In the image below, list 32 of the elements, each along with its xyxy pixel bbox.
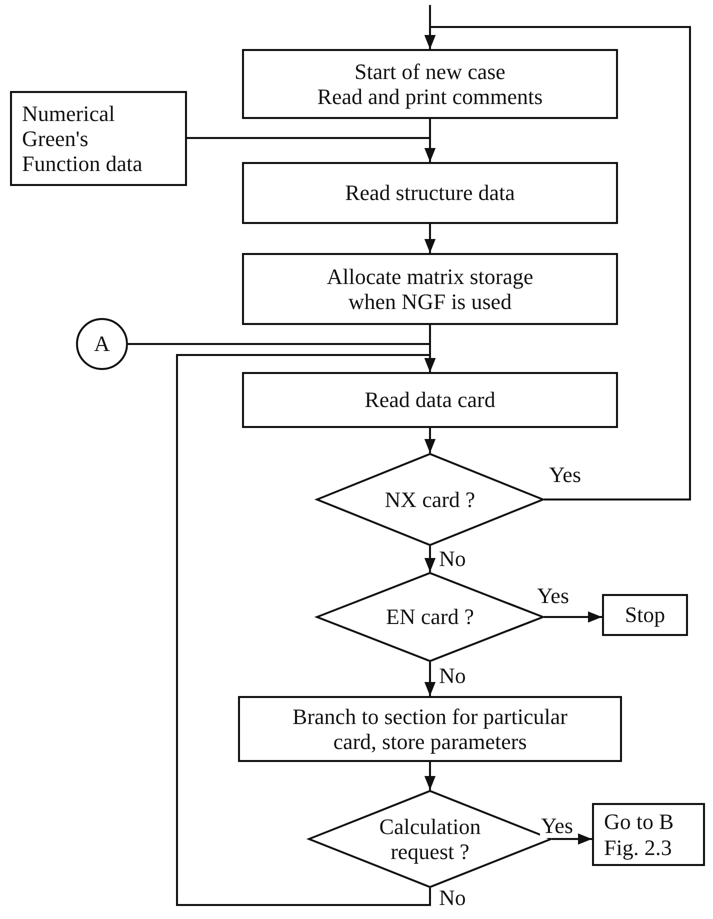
arrow [424,428,436,453]
decision-text: NX card ? [384,486,476,512]
box-text: Allocate matrix storage when NGF is used [326,264,534,314]
box-text: Read data card [364,387,496,413]
arrow [176,354,436,906]
connector-label: A [94,331,110,357]
arrow [544,611,602,623]
process-box [10,91,187,186]
arrow [424,26,691,500]
decision-text: Calculation request ? [378,814,482,864]
arrow [424,762,436,790]
process-box [242,253,618,325]
box-text: Branch to section for particular card, store parameters [292,704,568,754]
process-box [242,372,618,428]
box-text: Read and print comments [317,84,543,110]
arrow [424,546,436,572]
arrow [552,833,592,845]
process-box [242,162,618,224]
process-box [602,594,688,636]
arrow [424,662,436,696]
box-text: Numerical Green's Function data [22,100,143,176]
decision-text: EN card ? [386,604,474,630]
box-text: Read structure data [345,180,515,206]
process-box [592,803,705,866]
process-box [242,49,618,119]
box-text: Go to B Fig. 2.3 [604,809,675,860]
box-text: Start of new case [354,58,506,84]
box-text: Stop [624,602,666,628]
process-box [238,696,622,762]
arrow [187,137,436,162]
arrow [424,224,436,253]
connector-circle [76,318,128,370]
